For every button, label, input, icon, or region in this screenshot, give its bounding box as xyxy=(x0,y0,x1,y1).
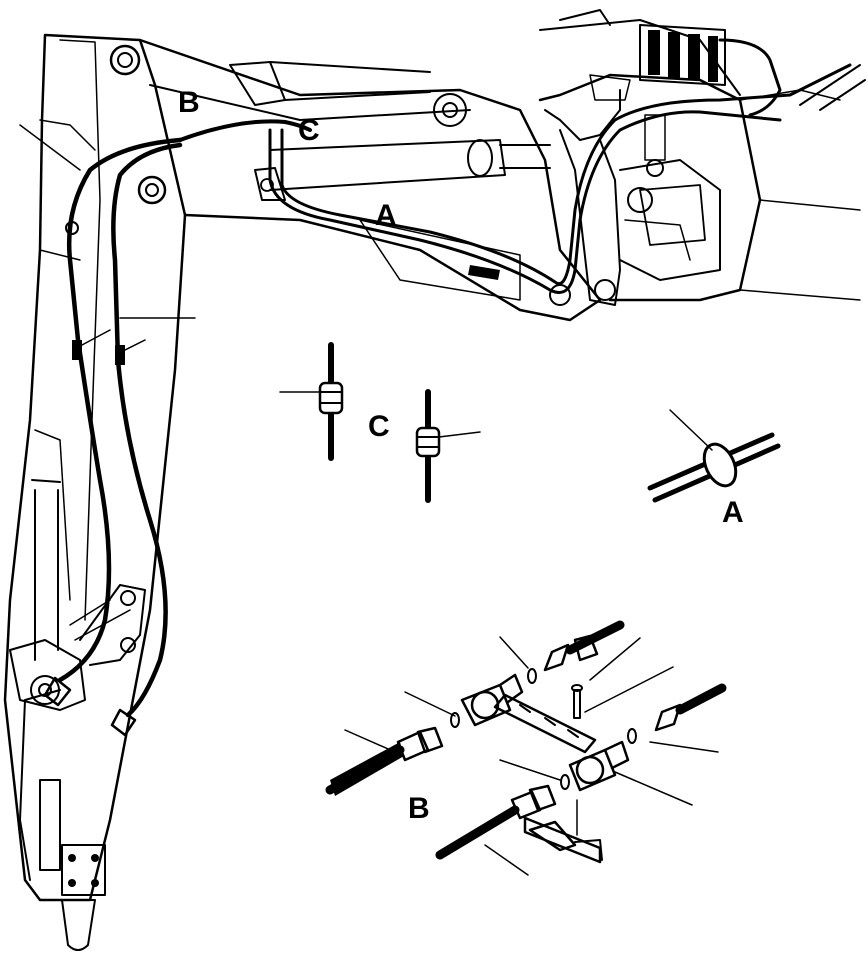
callout-c-detail: C xyxy=(368,410,390,443)
main-leader-lines xyxy=(19,124,196,319)
swing-post xyxy=(538,9,861,306)
dipper-arm xyxy=(3,33,187,951)
hydraulic-hoses xyxy=(43,38,866,737)
detail-b-exploded-fittings xyxy=(325,620,727,876)
detail-c-hose-clamps xyxy=(279,342,481,503)
callout-b-detail: B xyxy=(408,792,430,825)
callout-a-main: A xyxy=(375,199,397,232)
callout-b-main: B xyxy=(178,86,200,119)
callout-a-detail: A xyxy=(722,496,744,529)
callout-c-main: C xyxy=(298,114,320,147)
main-boom xyxy=(138,38,602,322)
detail-a-hose-strap xyxy=(647,409,781,503)
